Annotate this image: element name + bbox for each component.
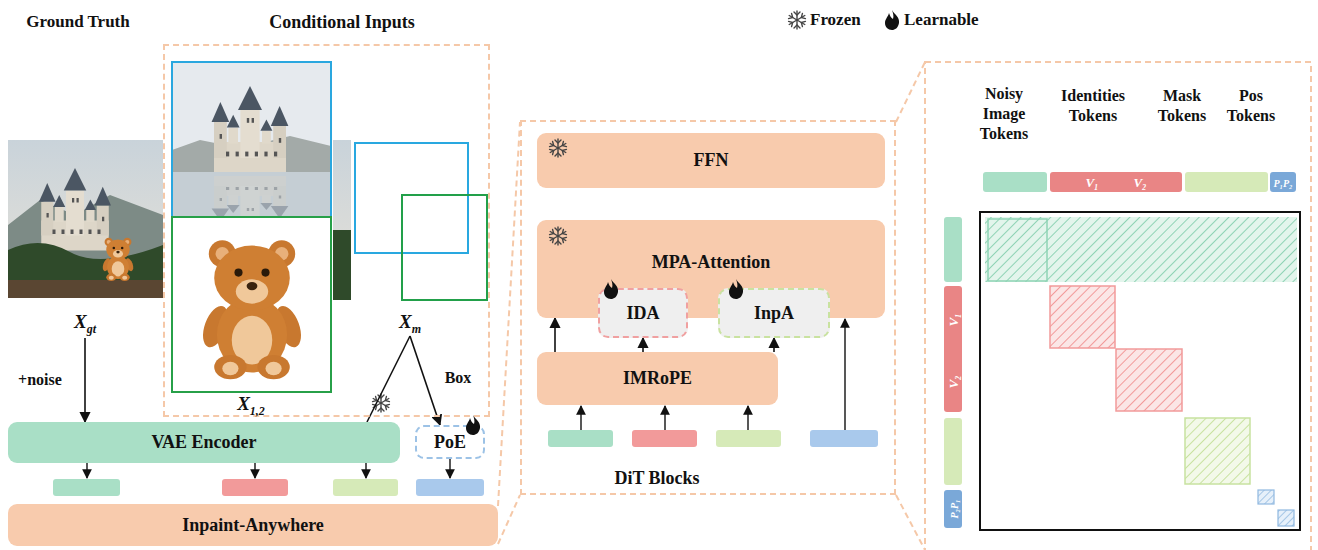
- box-label: IDA: [626, 303, 659, 324]
- icon-shape: [466, 415, 480, 435]
- attention-box: MPA-AttentionIDAInpA: [537, 220, 885, 318]
- symbol-subscript: m: [412, 322, 421, 336]
- column-heading: Noisy Image Tokens: [980, 85, 1028, 142]
- connector-arrow: [84, 338, 86, 422]
- legend-text: Frozen: [810, 10, 861, 29]
- symbol-name: X: [399, 311, 412, 332]
- label-holder: P₁P₂: [1273, 173, 1292, 191]
- edge-label: +noise: [16, 371, 64, 388]
- symbol-subscript: gt: [87, 322, 96, 336]
- token-label: V₁: [1085, 175, 1098, 190]
- box-label: FFN: [694, 150, 729, 171]
- image-label: Xm: [399, 311, 421, 333]
- layer-box: IMRoPE: [537, 352, 778, 405]
- text-holder: DiT Blocks: [614, 468, 699, 489]
- box-label: InpA: [754, 303, 794, 324]
- adapter-box: InpA: [718, 288, 830, 338]
- column-heading: Pos Tokens: [1227, 87, 1275, 124]
- label-holder: Ground Truth: [26, 12, 129, 32]
- adapter-box: IDA: [598, 288, 688, 338]
- token-label: V₂: [1133, 175, 1146, 190]
- frozen-icon: [546, 136, 570, 160]
- icon-shape: [729, 279, 743, 299]
- image-panel: X1,2: [172, 62, 331, 414]
- box-label: DiT Blocks: [614, 468, 699, 488]
- label-holder: V₂: [944, 375, 962, 388]
- image-label: Xgt: [74, 311, 96, 333]
- label-holder: V₁: [1085, 173, 1098, 191]
- token-label: P₂P₁: [949, 499, 960, 518]
- connector-arrow: [773, 338, 775, 352]
- icon-shape: [549, 139, 568, 157]
- model-box: Inpaint-Anywhere: [8, 504, 498, 546]
- encoder-box: VAE Encoder: [8, 422, 400, 463]
- connector-arrow: [410, 336, 440, 425]
- box-label: VAE Encoder: [151, 432, 256, 453]
- icon-shape: [604, 279, 618, 299]
- icon-shape: [549, 227, 568, 245]
- column-heading: Identities Tokens: [1061, 87, 1125, 124]
- image-panel: Xgt: [8, 138, 164, 338]
- connector-arrow: [642, 338, 644, 352]
- edge-label-holder: Box: [443, 369, 474, 387]
- symbol-name: X: [237, 393, 250, 414]
- label-holder: V₂: [1133, 173, 1146, 191]
- block-group: DiT BlocksFFNMPA-AttentionIDAInpAIMRoPE: [520, 120, 896, 495]
- symbol-name: X: [74, 311, 87, 332]
- image-label: X1,2: [237, 393, 265, 415]
- heading-holder: Noisy Image Tokens: [966, 84, 1042, 144]
- token-label: P₁P₂: [1273, 178, 1292, 189]
- connector-arrow: [367, 336, 410, 422]
- box-label: PoE: [434, 432, 466, 453]
- encoder-box: PoE: [415, 425, 485, 459]
- label-holder: P₂P₁: [944, 499, 962, 518]
- connector-arrow: [554, 318, 556, 352]
- input-group: Conditional InputsX1,2Xm: [163, 44, 490, 417]
- box-label: Inpaint-Anywhere: [182, 515, 324, 536]
- frozen-icon: [546, 224, 570, 248]
- heading-holder: Pos Tokens: [1218, 86, 1284, 126]
- token-label: V₂: [946, 375, 961, 388]
- text-holder: Conditional Inputs: [269, 12, 415, 33]
- panel-heading: Ground Truth: [26, 12, 129, 31]
- learnable-icon: [724, 277, 748, 301]
- learnable-icon: [599, 277, 623, 301]
- token-label: V₁: [946, 313, 961, 326]
- heading-holder: Mask Tokens: [1146, 86, 1218, 126]
- layer-box: FFN: [537, 133, 885, 188]
- column-heading: Mask Tokens: [1158, 87, 1206, 124]
- symbol-subscript: 1,2: [250, 404, 265, 418]
- heading-holder: Identities Tokens: [1043, 86, 1143, 126]
- legend-item: Frozen: [810, 10, 861, 30]
- text-holder: MPA-Attention: [652, 252, 771, 273]
- box-label: Conditional Inputs: [269, 12, 415, 32]
- edge-label: Box: [443, 369, 474, 386]
- image-panel: Xm: [333, 140, 487, 336]
- box-label: IMRoPE: [623, 368, 692, 389]
- edge-label-holder: +noise: [16, 371, 64, 389]
- box-label: MPA-Attention: [652, 252, 771, 272]
- label-holder: V₁: [944, 313, 962, 326]
- legend-item: Learnable: [904, 10, 979, 30]
- legend-text: Learnable: [904, 10, 979, 29]
